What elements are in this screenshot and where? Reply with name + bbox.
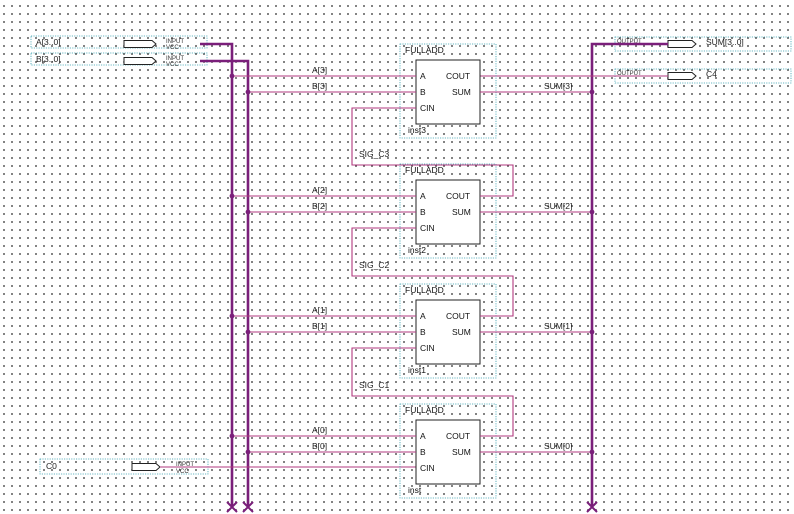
pin-cin-label: CIN xyxy=(420,103,435,113)
net-label-sum: SUM[0] xyxy=(544,441,572,451)
block-instance-name: inst xyxy=(408,485,422,495)
output-c4-name: C4 xyxy=(706,69,717,79)
net-label-b: B[1] xyxy=(312,321,327,331)
bus-sum[interactable] xyxy=(590,42,668,507)
net-label-sum: SUM[1] xyxy=(544,321,572,331)
pin-cin-label: CIN xyxy=(420,223,435,233)
block-title: FULLADD xyxy=(405,285,444,295)
input-port-b[interactable]: B[3..0] INPUT VCC xyxy=(30,52,208,68)
fulladd-block-inst[interactable]: FULLADD AB CIN COUT SUM inst A[0] B[0] SUM[0] xyxy=(229,403,595,499)
junction-dot xyxy=(245,329,251,335)
carry-label-c3: SIG_C3 xyxy=(359,149,390,159)
pin-cout-label: COUT xyxy=(446,311,470,321)
block-frame xyxy=(399,403,497,499)
output-c4-connector-icon xyxy=(667,72,697,80)
input-a-vcc: VCC xyxy=(166,45,179,51)
junction-dot xyxy=(589,329,595,335)
bus-end-x-icon xyxy=(226,501,598,513)
block-title: FULLADD xyxy=(405,405,444,415)
pin-cout-label: COUT xyxy=(446,71,470,81)
wire-sig-c3 xyxy=(351,107,514,197)
pin-a-label: A xyxy=(420,431,426,441)
pin-b-label: B xyxy=(420,327,426,337)
pin-b-label: B xyxy=(420,447,426,457)
wire-sig-c1 xyxy=(351,347,514,437)
pin-b-label: B xyxy=(420,207,426,217)
pin-a-label: A xyxy=(420,311,426,321)
junction-dot xyxy=(245,449,251,455)
input-c0-name: C0 xyxy=(46,461,57,471)
net-label-sum: SUM[2] xyxy=(544,201,572,211)
junction-dot xyxy=(589,89,595,95)
net-label-a: A[0] xyxy=(312,425,327,435)
input-port-a[interactable]: A[3..0] INPUT VCC xyxy=(30,35,208,51)
junction-dot xyxy=(589,449,595,455)
pin-sum-label: SUM xyxy=(452,207,471,217)
pin-cout-label: COUT xyxy=(446,431,470,441)
block-instance-name: inst3 xyxy=(408,125,426,135)
net-label-b: B[2] xyxy=(312,201,327,211)
block-title: FULLADD xyxy=(405,165,444,175)
carry-chain: SIG_C3 SIG_C2 SIG_C1 xyxy=(351,107,514,437)
pin-sum-label: SUM xyxy=(452,87,471,97)
fulladd-blocks: FULLADDABCINCOUTSUMinst3A[3]B[3]SUM[3]FU… xyxy=(229,43,595,499)
junction-dot xyxy=(229,313,235,319)
input-b-type: INPUT xyxy=(166,56,184,62)
net-label-a: A[3] xyxy=(312,65,327,75)
input-a-connector-icon xyxy=(123,40,157,48)
input-port-b-frame xyxy=(30,52,208,66)
carry-label-c1: SIG_C1 xyxy=(359,380,390,390)
input-b-name: B[3..0] xyxy=(36,54,61,64)
pin-sum-label: SUM xyxy=(452,447,471,457)
fulladd-block-inst3[interactable]: FULLADD AB CIN COUT SUM inst3 A[3] B[3] SUM[3] xyxy=(229,43,595,139)
junction-dot xyxy=(245,89,251,95)
pin-cin-label: CIN xyxy=(420,343,435,353)
input-c0-vcc: VCC xyxy=(176,469,189,475)
net-label-b: B[0] xyxy=(312,441,327,451)
junction-dot xyxy=(229,73,235,79)
pin-b-label: B xyxy=(420,87,426,97)
fulladd-block-inst1[interactable]: FULLADD AB CIN COUT SUM inst1 A[1] B[1] SUM[1] xyxy=(229,283,595,379)
input-c0-type: INPUT xyxy=(176,462,194,468)
output-sum-name: SUM[3..0] xyxy=(706,37,744,47)
input-a-name: A[3..0] xyxy=(36,37,61,47)
junction-dot xyxy=(229,193,235,199)
net-label-a: A[1] xyxy=(312,305,327,315)
bus-b[interactable] xyxy=(200,59,250,507)
input-a-type: INPUT xyxy=(166,39,184,45)
net-label-b: B[3] xyxy=(312,81,327,91)
junction-dot xyxy=(589,209,595,215)
block-frame xyxy=(399,43,497,139)
pin-cin-label: CIN xyxy=(420,463,435,473)
block-frame xyxy=(399,163,497,259)
output-sum-connector-icon xyxy=(667,40,697,48)
junction-dot xyxy=(229,433,235,439)
block-body xyxy=(415,299,481,365)
pin-a-label: A xyxy=(420,191,426,201)
carry-label-c2: SIG_C2 xyxy=(359,260,390,270)
input-b-vcc: VCC xyxy=(166,62,179,68)
bus-a[interactable] xyxy=(200,42,234,507)
output-sum-type: OUTPUT xyxy=(617,39,642,45)
block-body xyxy=(415,59,481,125)
junction-dot xyxy=(245,209,251,215)
fulladd-block-inst2[interactable]: FULLADD AB CIN COUT SUM inst2 A[2] B[2] SUM[2] xyxy=(229,163,595,259)
input-b-connector-icon xyxy=(123,57,157,65)
block-instance-name: inst1 xyxy=(408,365,426,375)
block-title: FULLADD xyxy=(405,45,444,55)
net-label-sum: SUM[3] xyxy=(544,81,572,91)
input-c0-connector-icon xyxy=(131,463,161,471)
pin-sum-label: SUM xyxy=(452,327,471,337)
output-c4-type: OUTPUT xyxy=(617,71,642,77)
net-label-a: A[2] xyxy=(312,185,327,195)
pin-cout-label: COUT xyxy=(446,191,470,201)
wire-sig-c2 xyxy=(351,227,514,317)
input-port-a-frame xyxy=(30,35,208,49)
block-instance-name: inst2 xyxy=(408,245,426,255)
pin-a-label: A xyxy=(420,71,426,81)
block-frame xyxy=(399,283,497,379)
